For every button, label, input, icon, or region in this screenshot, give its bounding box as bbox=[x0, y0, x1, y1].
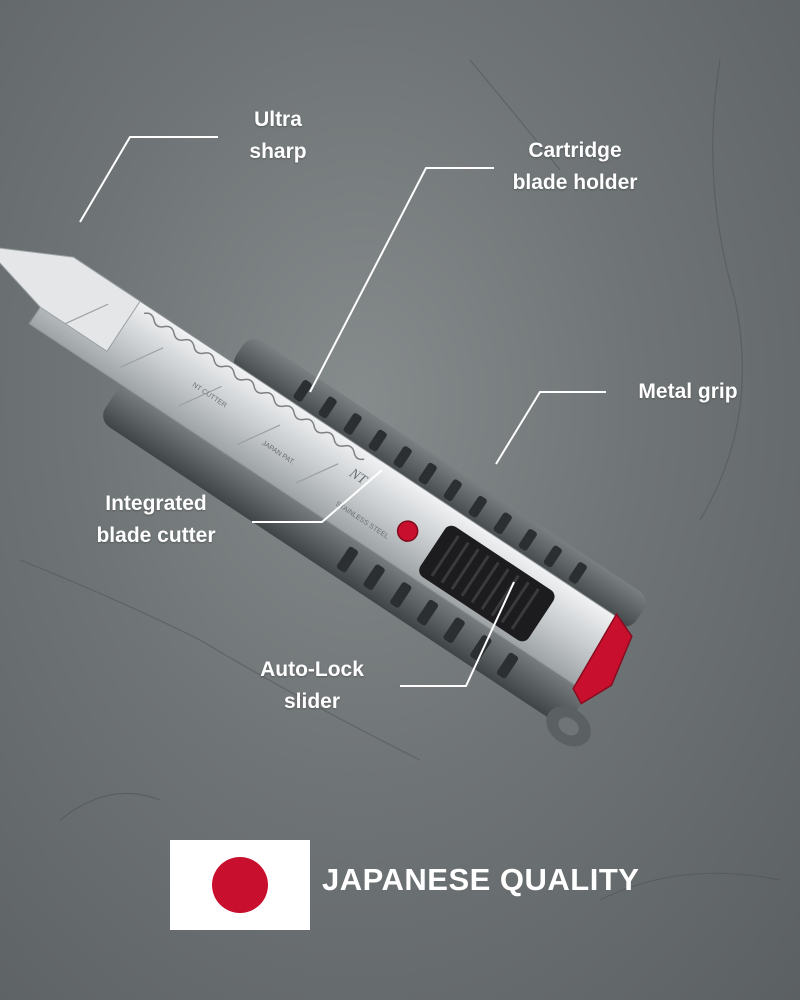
auto-lock-slider bbox=[419, 525, 555, 642]
japanese-quality-label: JAPANESE QUALITY bbox=[322, 862, 640, 897]
label-ultra-sharp: Ultra sharp bbox=[249, 108, 307, 163]
label-integrated-blade-cutter: Integrated blade cutter bbox=[96, 492, 216, 547]
label-cartridge-blade-holder: Cartridge blade holder bbox=[512, 139, 638, 194]
red-end-cap bbox=[572, 612, 633, 705]
leader-auto-lock bbox=[400, 581, 515, 687]
blade-tip bbox=[0, 245, 141, 352]
lock-button bbox=[396, 520, 419, 542]
japan-flag-icon bbox=[170, 840, 310, 930]
label-auto-lock-slider: Auto-Lock slider bbox=[260, 658, 364, 713]
upper-grip-rail bbox=[233, 338, 646, 627]
leader-blade-cutter bbox=[252, 469, 383, 523]
leader-cartridge bbox=[309, 167, 494, 393]
flag-red-disc bbox=[212, 857, 268, 913]
stone-texture bbox=[19, 59, 781, 901]
leader-metal-grip bbox=[495, 391, 606, 465]
leader-ultra-sharp bbox=[79, 136, 218, 223]
label-metal-grip: Metal grip bbox=[638, 380, 738, 403]
